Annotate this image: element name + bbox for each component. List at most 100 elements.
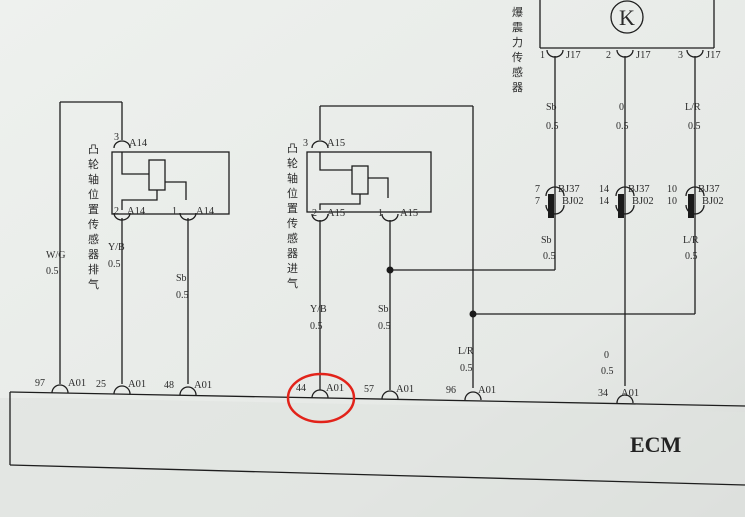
- splice-code: BJ02: [562, 196, 584, 207]
- knock-title-char: 震: [512, 21, 523, 34]
- splice-code: BJ37: [558, 184, 580, 195]
- wire-color-label: L/R: [683, 235, 699, 246]
- splice-pin: 14: [599, 196, 609, 207]
- ecm-top-edge: [9, 391, 745, 407]
- knock-title-char: 传: [512, 51, 523, 64]
- knock-symbol-circle: [610, 0, 644, 34]
- intake-title-char: 器: [287, 247, 298, 260]
- intake-pin-left: 2: [312, 208, 317, 219]
- splice-pin: 10: [667, 184, 677, 195]
- ecm-pin-terminal: [311, 389, 329, 399]
- ecm-connector: A01: [128, 379, 146, 390]
- ecm-pin-number: 44: [296, 383, 306, 394]
- ecm-pin-terminal: [179, 386, 197, 396]
- splice-connector: 10 10 BJ37 BJ02: [667, 184, 724, 218]
- intake-pin-top-terminal: [311, 140, 329, 149]
- exhaust-cam-sensor: 3 A14 2 A14 1 A14 凸 轮 轴 位 置 传 感 器 排 气: [60, 101, 230, 291]
- ecm-bottom-edge: [9, 464, 745, 486]
- ecm-pin-terminal: [51, 384, 69, 394]
- ecm-connector: A01: [478, 385, 496, 396]
- wire-color-label: Y/B: [310, 304, 327, 315]
- intake-connector-left: A15: [327, 208, 345, 219]
- ecm-module: ECM 97 A01 25 A01 48 A01 44 A01 57 A01 9…: [0, 378, 745, 517]
- intake-title-char: 进: [287, 262, 298, 275]
- wire-gauge-label: 0.5: [460, 363, 473, 374]
- ecm-connector: A01: [194, 380, 212, 391]
- wire-color-label: 0: [619, 102, 624, 113]
- ecm-label: ECM: [630, 432, 682, 457]
- intake-title-char: 轮: [287, 156, 298, 170]
- splice-connector: 14 14 BJ37 BJ02: [599, 184, 654, 218]
- exhaust-title-char: 传: [88, 218, 99, 231]
- intake-wires: Y/B 0.5 Sb 0.5 L/R 0.5: [310, 106, 477, 390]
- splice-code: BJ37: [698, 184, 720, 195]
- exhaust-pin-left: 2: [114, 206, 119, 217]
- wire-gauge-label: 0.5: [685, 251, 698, 262]
- knock-title-char: 力: [512, 36, 523, 49]
- intake-title-char: 感: [287, 232, 298, 245]
- wire-color-label: L/R: [685, 102, 701, 113]
- exhaust-pin-top: 3: [114, 132, 119, 143]
- knock-pin-1: 1: [540, 50, 545, 61]
- intake-pin-top: 3: [303, 138, 308, 149]
- intake-title-char: 轴: [287, 171, 298, 185]
- wire-gauge-label: 0.5: [546, 121, 559, 132]
- wire-gauge-label: 0.5: [601, 366, 614, 377]
- ecm-pin-number: 34: [598, 388, 608, 399]
- wire-color-label: Sb: [378, 304, 389, 315]
- exhaust-title-char: 凸: [88, 144, 99, 156]
- splice-code: BJ37: [628, 184, 650, 195]
- knock-connector-3: J17: [706, 50, 721, 61]
- splice-code: BJ02: [702, 196, 724, 207]
- knock-connector-1: J17: [566, 50, 581, 61]
- ecm-connector: A01: [326, 383, 344, 394]
- ecm-pin-number: 48: [164, 380, 174, 391]
- ecm-pin-number: 96: [446, 385, 456, 396]
- exhaust-pin-top-terminal: [113, 140, 131, 149]
- wire-color-label: L/R: [458, 346, 474, 357]
- wire-color-label: Sb: [541, 235, 552, 246]
- splice-pin: 7: [535, 196, 540, 207]
- wire-color-label: Sb: [176, 273, 187, 284]
- ecm-pin-terminal: [464, 391, 482, 401]
- wire-color-label: Y/B: [108, 242, 125, 253]
- splice-connector: 7 7 BJ37 BJ02: [535, 184, 584, 218]
- exhaust-title-char: 轴: [88, 172, 99, 186]
- wire-gauge-label: 0.5: [543, 251, 556, 262]
- intake-title-char: 位: [287, 186, 298, 200]
- exhaust-connector-left: A14: [127, 206, 146, 217]
- wire-gauge-label: 0.5: [46, 266, 59, 277]
- wire-gauge-label: 0.5: [378, 321, 391, 332]
- wire-color-label: W/G: [46, 250, 65, 261]
- ecm-pin-number: 97: [35, 378, 45, 389]
- wire-gauge-label: 0.5: [310, 321, 323, 332]
- exhaust-title-char: 置: [88, 203, 99, 216]
- intake-pin-right: 1: [378, 208, 383, 219]
- exhaust-title-char: 感: [88, 233, 99, 246]
- wire-color-label: 0: [604, 350, 609, 361]
- intake-cam-sensor: 3 A15 2 A15 1 A15 凸 轮 轴 位 置 传 感 器 进 气: [287, 105, 473, 290]
- ecm-connector: A01: [68, 378, 86, 389]
- knock-title-char: 器: [512, 81, 523, 94]
- exhaust-connector-top: A14: [129, 138, 148, 149]
- ecm-pin-terminal: [113, 385, 131, 395]
- exhaust-wires: W/G 0.5 Y/B 0.5 Sb 0.5: [46, 102, 189, 384]
- knock-title-char: 感: [512, 66, 523, 79]
- wire-gauge-label: 0.5: [688, 121, 701, 132]
- intake-connector-top: A15: [327, 138, 345, 149]
- exhaust-title-char: 位: [88, 187, 99, 201]
- wire-gauge-label: 0.5: [108, 259, 121, 270]
- knock-pin-2: 2: [606, 50, 611, 61]
- ecm-connector: A01: [396, 384, 414, 395]
- exhaust-sensor-box: [111, 151, 230, 215]
- intake-sensor-box: [306, 151, 432, 213]
- knock-wires: Sb 0.5 0 0.5 L/R 0.5 7 7 BJ37 BJ02 14 14…: [390, 56, 724, 386]
- exhaust-title-char: 器: [88, 248, 99, 261]
- wire-gauge-label: 0.5: [616, 121, 629, 132]
- intake-title-char: 气: [287, 276, 298, 290]
- splice-pin: 14: [599, 184, 609, 195]
- ecm-pin-number: 57: [364, 384, 374, 395]
- exhaust-title-char: 轮: [88, 157, 99, 171]
- ecm-pin-number: 25: [96, 379, 106, 390]
